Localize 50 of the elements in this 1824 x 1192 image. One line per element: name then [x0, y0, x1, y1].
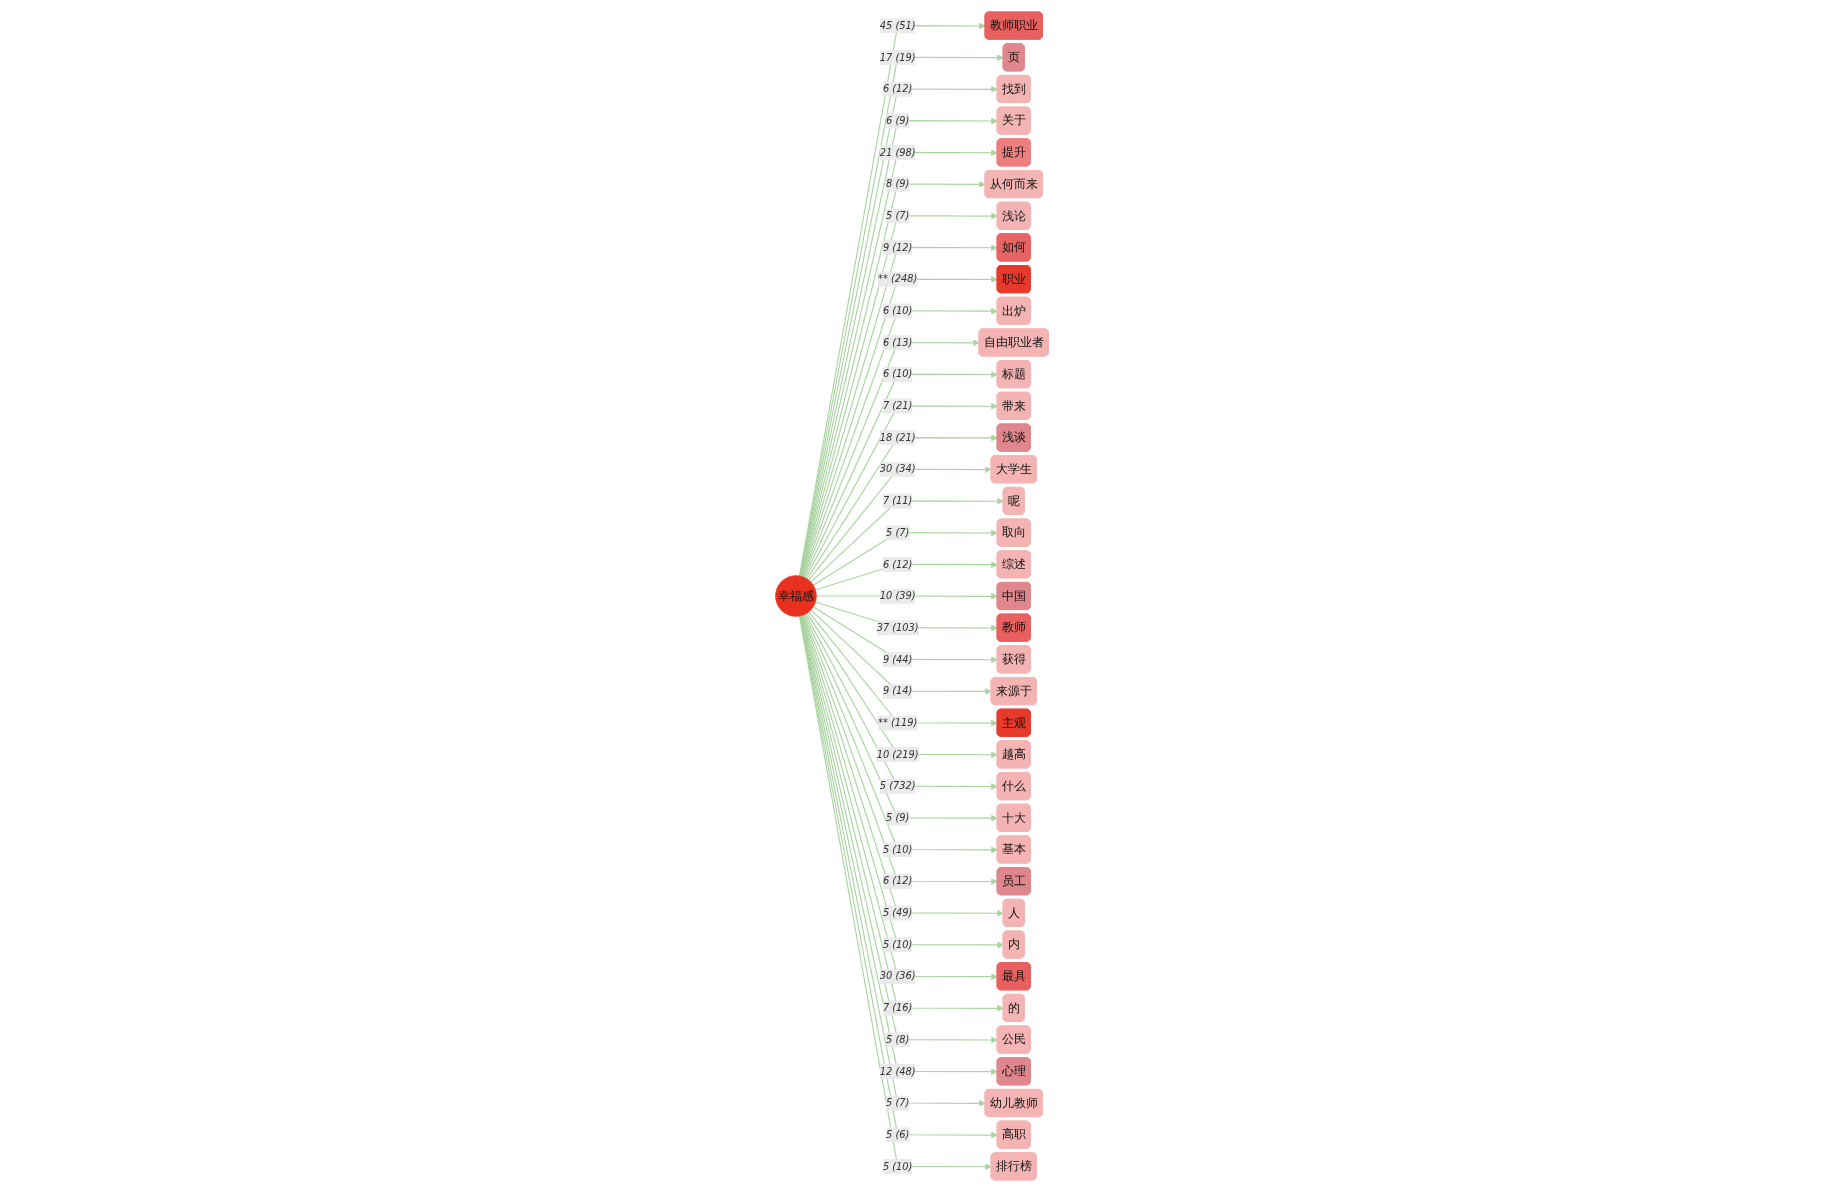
edge-label: 5 (7): [886, 1097, 910, 1109]
edge-label: 37 (103): [876, 621, 919, 634]
arrow: [802, 339, 980, 578]
arrow: [803, 371, 998, 579]
arrow: [805, 613, 998, 790]
edge-label: 10 (219): [876, 748, 919, 760]
arrow: [808, 466, 992, 581]
edge-label: 5 (9): [886, 811, 910, 824]
arrow: [812, 606, 998, 664]
arrow: [810, 497, 1004, 583]
arrow: [812, 529, 998, 586]
edge-label: 30 (36): [879, 970, 916, 982]
edge-label: 21 (98): [879, 146, 916, 158]
edge-label: 6 (10): [882, 368, 913, 380]
edge-label: 5 (10): [882, 938, 913, 951]
edge-label: 6 (10): [882, 304, 913, 317]
edge-label: 6 (12): [882, 83, 913, 95]
edge-label: ** (248): [878, 273, 918, 285]
edge-label: 6 (12): [882, 875, 913, 887]
edge-label: 7 (21): [882, 400, 913, 412]
edge-label: 6 (9): [886, 114, 910, 127]
arrow: [805, 402, 998, 579]
edge-label: 6 (13): [882, 336, 913, 348]
edge-label: 10 (39): [879, 590, 916, 602]
edge-label: 6 (12): [882, 558, 913, 570]
edge-label: 5 (49): [882, 907, 913, 919]
edge-label: 12 (48): [879, 1065, 916, 1077]
edge-label: 5 (6): [886, 1128, 910, 1141]
edge-label: 9 (44): [882, 653, 913, 665]
edge-label: 5 (7): [886, 526, 910, 539]
edge-label: 7 (16): [882, 1002, 913, 1014]
arrow: [808, 611, 998, 727]
node-circle: 幸福感: [775, 575, 817, 617]
edge-label: ** (119): [878, 716, 918, 729]
edge-label: 5 (10): [882, 1160, 913, 1172]
edge-label: 7 (11): [882, 495, 913, 507]
edge-label: 5 (732): [879, 780, 916, 792]
arrow: [810, 609, 992, 695]
edge-label: 30 (34): [879, 463, 916, 475]
edge-label: 8 (9): [886, 178, 910, 190]
edge-label: 5 (7): [886, 209, 910, 222]
edge-label: 17 (19): [879, 51, 916, 63]
edge-label: 18 (21): [879, 431, 916, 444]
arrow: [806, 612, 998, 759]
edge-label: 9 (14): [882, 685, 913, 697]
edge-label: 9 (12): [882, 241, 913, 253]
edge-label: 5 (10): [882, 843, 913, 855]
arrow: [806, 434, 998, 580]
edge-label: 45 (51): [879, 19, 916, 32]
edge-label: 5 (8): [886, 1033, 910, 1046]
